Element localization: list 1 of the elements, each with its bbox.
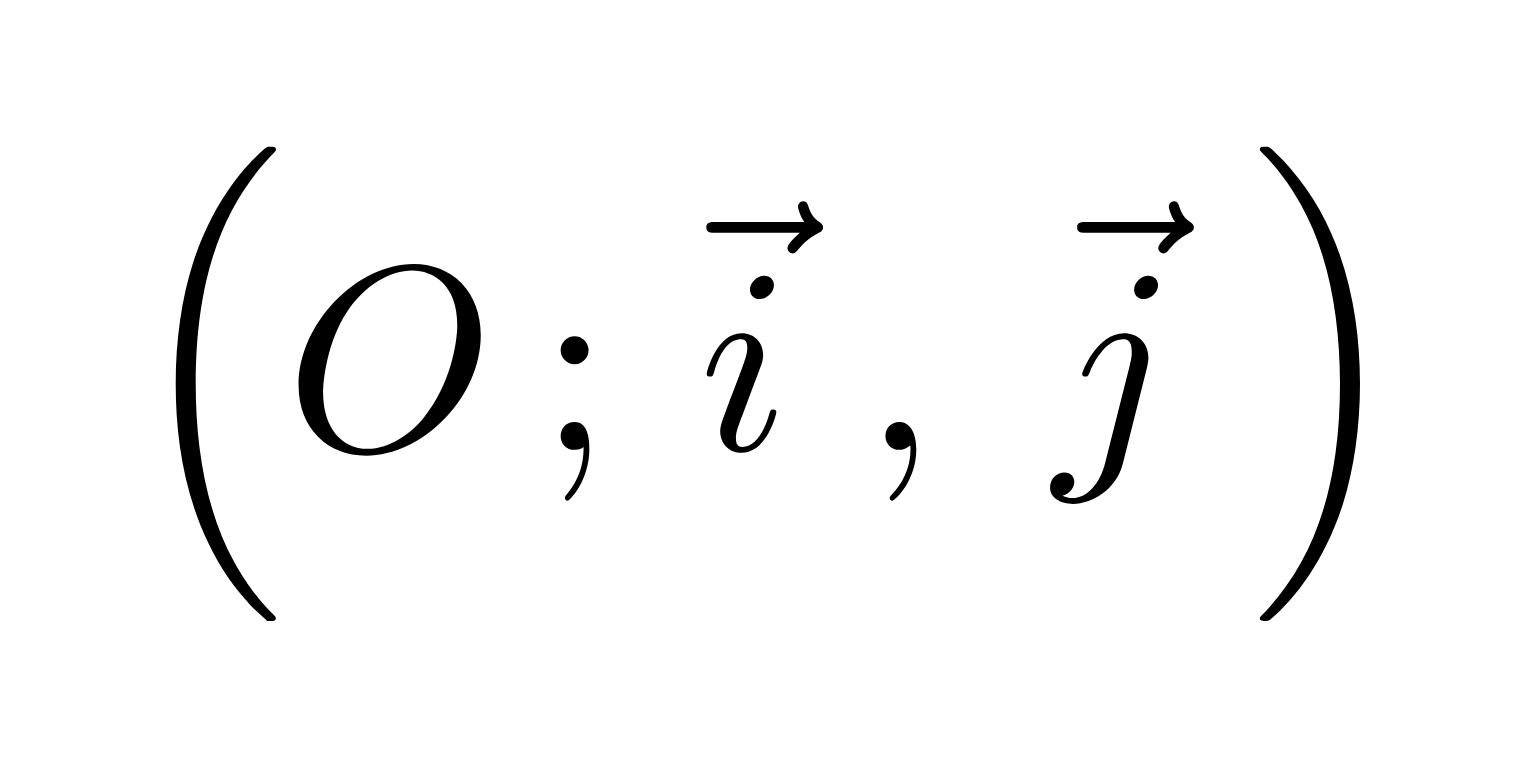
formula: $\left(O\,;\,\vec{i}\;,\;\vec{j}\;\right)$ bbox=[175, 146, 1360, 621]
